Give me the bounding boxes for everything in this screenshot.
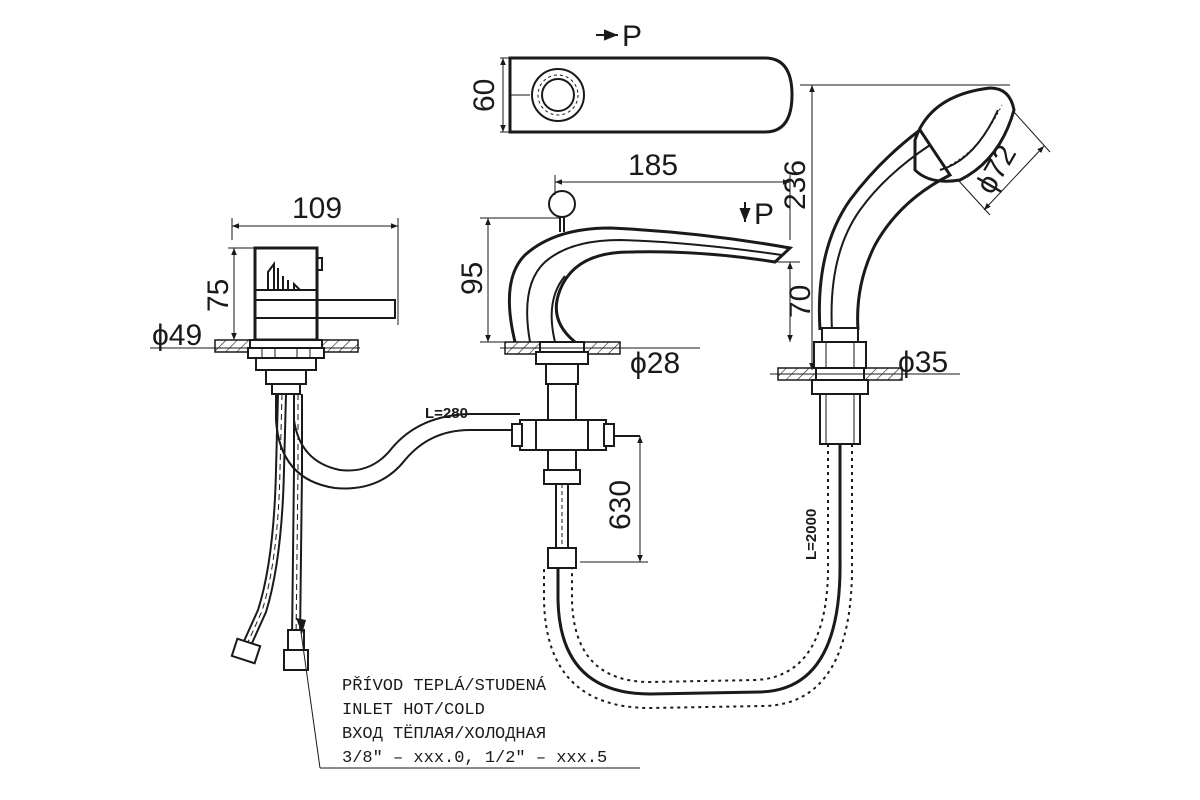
dim-49: ϕ49 [152, 319, 202, 352]
dim-185: 185 [628, 149, 678, 182]
note-line-3: ВХОД ТЁПЛАЯ/ХОЛОДНАЯ [342, 724, 546, 744]
note-line-4: 3/8" – xxx.0, 1/2" – xxx.5 [342, 749, 607, 768]
spout-top-view: 60 P [468, 20, 794, 134]
dim-35: ϕ35 [898, 346, 948, 379]
spiral-shower-hose [543, 444, 854, 710]
mixer-body: 109 75 ϕ49 [150, 192, 399, 395]
dim-p-top: P [622, 20, 642, 53]
note-line-1: PŘÍVOD TEPLÁ/STUDENÁ [342, 676, 547, 696]
dim-p-side: P [754, 198, 774, 231]
hose-shower-length: L=2000 [803, 509, 820, 560]
note-line-2: INLET HOT/COLD [342, 701, 485, 720]
dim-630: 630 [604, 480, 637, 530]
dim-28: ϕ28 [630, 347, 680, 380]
dim-72: ϕ72 [969, 140, 1023, 200]
hose-spout-length: L=280 [425, 405, 468, 422]
dim-75: 75 [202, 279, 235, 312]
mixer-inlet-hoses [230, 393, 309, 671]
dim-60: 60 [468, 79, 501, 112]
spout-body: 185 P 95 70 ϕ28 [456, 149, 817, 569]
hand-shower: 236 ϕ72 ϕ35 L=2000 [770, 84, 1051, 560]
connection-hose: L=280 [275, 395, 520, 490]
dim-95: 95 [456, 262, 489, 295]
dim-236: 236 [779, 160, 812, 210]
dim-109: 109 [292, 192, 342, 225]
inlet-note: PŘÍVOD TEPLÁ/STUDENÁ INLET HOT/COLD ВХОД… [296, 618, 640, 769]
